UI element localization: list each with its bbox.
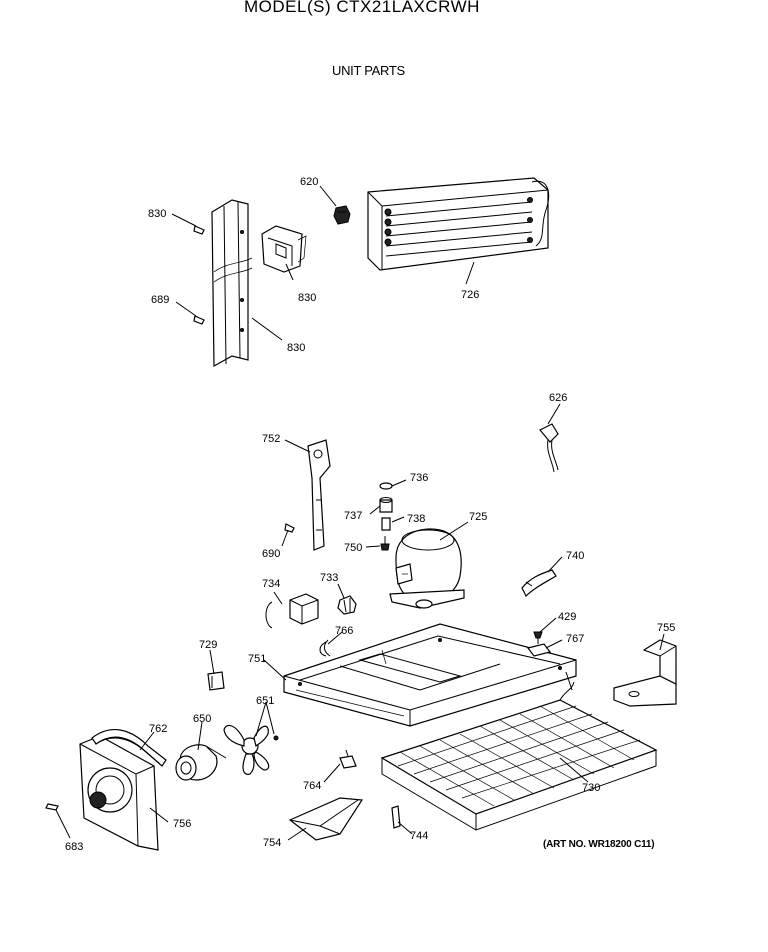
screw-429-part xyxy=(533,631,543,644)
callout-730: 730 xyxy=(582,782,600,794)
callout-756: 756 xyxy=(173,818,191,830)
screw-689-part xyxy=(193,315,205,325)
model-title: MODEL(S) CTX21LAXCRWH xyxy=(244,0,480,16)
callout-labels: 620 830 830 830 689 726 626 752 736 737 … xyxy=(65,176,675,853)
fan-blade-651-part xyxy=(223,724,279,775)
overload-733-part xyxy=(337,595,357,615)
clip-766-part xyxy=(319,639,331,657)
callout-752: 752 xyxy=(262,433,280,445)
callout-754: 754 xyxy=(263,837,281,849)
bracket-755-part xyxy=(613,639,677,707)
condenser-726-part xyxy=(367,177,550,271)
shroud-756-part xyxy=(79,735,159,851)
screw-683-part xyxy=(45,803,59,811)
callout-766: 766 xyxy=(335,625,353,637)
fan-motor-650-part xyxy=(175,744,227,781)
screw-830-part xyxy=(193,225,205,235)
callout-733: 733 xyxy=(320,572,338,584)
art-number: (ART NO. WR18200 C11) xyxy=(543,839,655,850)
callout-729: 729 xyxy=(199,639,217,651)
callout-762: 762 xyxy=(149,723,167,735)
clip-744-part xyxy=(391,805,401,829)
callout-830-channel: 830 xyxy=(287,342,305,354)
callout-737: 737 xyxy=(344,510,362,522)
callout-830-bracket: 830 xyxy=(298,292,316,304)
callout-734: 734 xyxy=(262,578,280,590)
callout-744: 744 xyxy=(410,830,428,842)
sleeve-738-part xyxy=(381,517,391,531)
callout-751: 751 xyxy=(248,653,266,665)
connector-626-part xyxy=(539,423,559,473)
callout-429: 429 xyxy=(558,611,576,623)
callout-750: 750 xyxy=(344,542,362,554)
callout-650: 650 xyxy=(193,713,211,725)
evaporator-730-part xyxy=(380,671,658,831)
washer-736-part xyxy=(379,482,393,490)
gasket-762-part xyxy=(91,729,167,767)
callout-683: 683 xyxy=(65,841,83,853)
callout-740: 740 xyxy=(566,550,584,562)
channel-830-part xyxy=(211,199,253,368)
callout-738: 738 xyxy=(407,513,425,525)
callout-626: 626 xyxy=(549,392,567,404)
relay-bracket-830-part xyxy=(261,225,307,273)
clip-740-part xyxy=(521,569,557,598)
callout-725: 725 xyxy=(469,511,487,523)
clip-764-part xyxy=(339,749,357,769)
grommet-737-part xyxy=(379,497,393,513)
callout-736: 736 xyxy=(410,472,428,484)
callout-689: 689 xyxy=(151,294,169,306)
callout-690: 690 xyxy=(262,548,280,560)
screw-690-part xyxy=(284,523,295,533)
section-title: UNIT PARTS xyxy=(332,63,405,78)
base-pan-751-part xyxy=(283,623,577,727)
capacitor-729-part xyxy=(207,671,225,691)
tray-754-part xyxy=(288,797,364,841)
bracket-767-part xyxy=(526,643,552,657)
grommet-620-part xyxy=(333,205,351,225)
callout-764: 764 xyxy=(303,780,321,792)
callout-651: 651 xyxy=(256,695,274,707)
callout-755: 755 xyxy=(657,622,675,634)
callout-726: 726 xyxy=(461,289,479,301)
callout-620: 620 xyxy=(300,176,318,188)
compressor-725-part xyxy=(389,528,465,609)
relay-734-part xyxy=(265,593,319,629)
leader-lines xyxy=(55,185,665,841)
bolt-750-part xyxy=(380,536,390,551)
callout-830-screw: 830 xyxy=(148,208,166,220)
callout-767: 767 xyxy=(566,633,584,645)
bracket-752-part xyxy=(307,439,331,551)
